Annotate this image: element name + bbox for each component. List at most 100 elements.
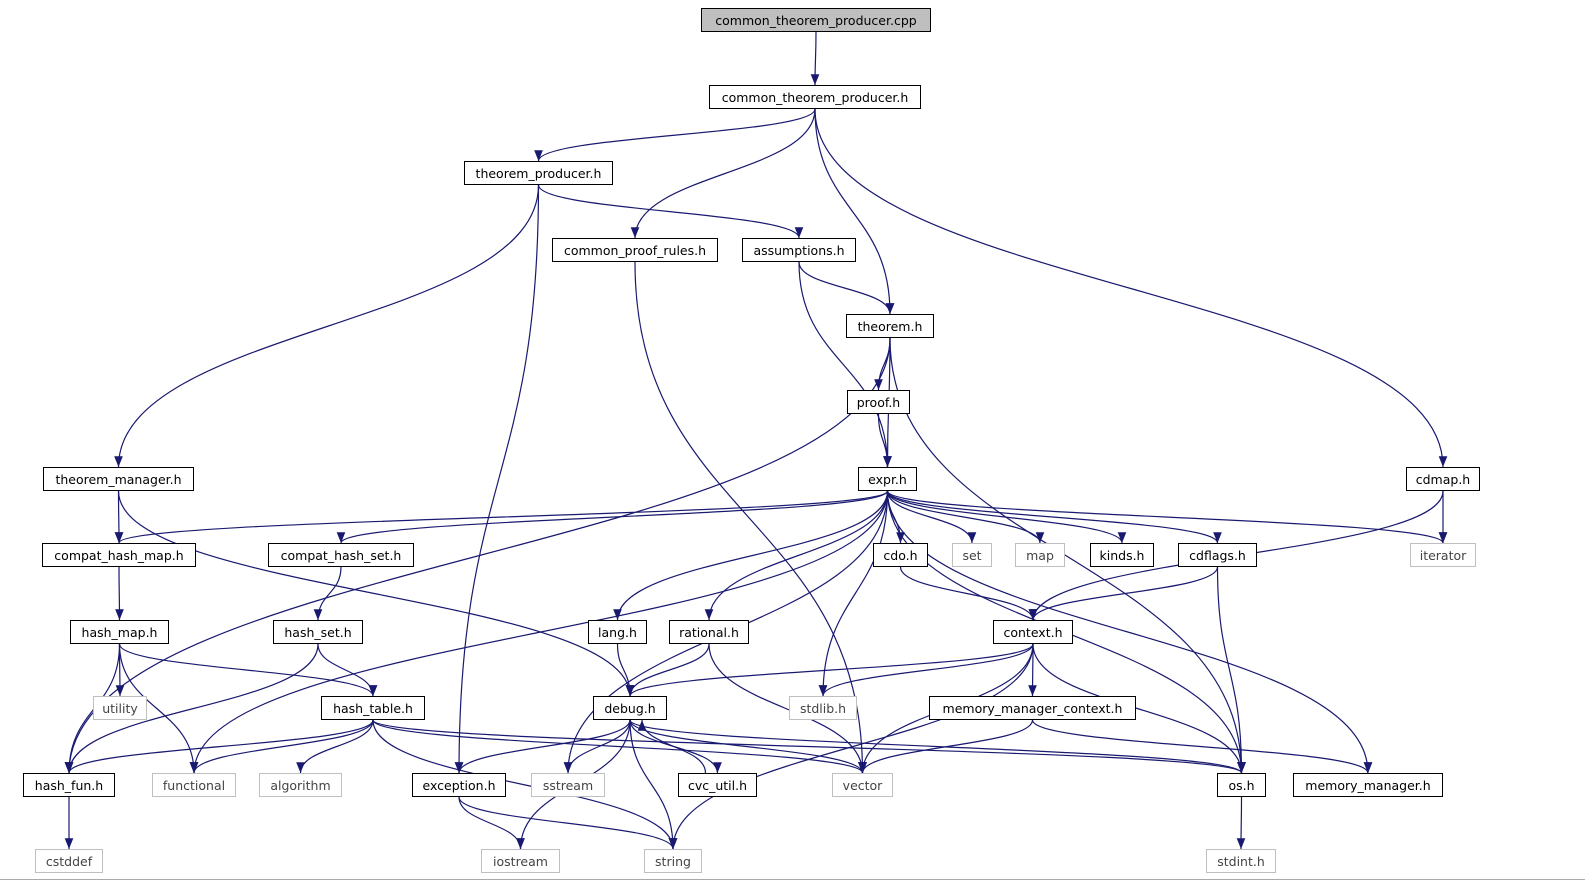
edge-cdflags-to-context bbox=[1028, 566, 1219, 621]
node-iterator: iterator bbox=[1410, 543, 1476, 567]
edge-expr-to-kinds bbox=[886, 490, 1127, 544]
edge-debug-to-sstream bbox=[563, 719, 631, 774]
edge-hash_map-to-functional bbox=[118, 643, 199, 774]
node-os[interactable]: os.h bbox=[1217, 773, 1266, 797]
edge-theorem-to-proof bbox=[874, 337, 891, 391]
edge-os-to-stdint bbox=[1236, 796, 1246, 850]
edge-hash_set-to-hash_fun bbox=[64, 643, 319, 774]
edge-common_proof_rules-to-vector bbox=[634, 261, 867, 774]
node-debug[interactable]: debug.h bbox=[593, 696, 667, 720]
edge-expr-to-compat_hash_map bbox=[115, 490, 889, 544]
node-cdmap[interactable]: cdmap.h bbox=[1406, 467, 1480, 491]
node-rational[interactable]: rational.h bbox=[669, 620, 749, 644]
node-context[interactable]: context.h bbox=[993, 620, 1073, 644]
edge-theorem_manager-to-debug bbox=[117, 490, 635, 697]
edge-ctph-to-theorem bbox=[814, 108, 895, 315]
edge-compat_hash_map-to-hash_map bbox=[115, 566, 124, 621]
edge-debug-to-os bbox=[629, 719, 1246, 774]
edge-proof-to-expr bbox=[877, 413, 892, 468]
node-memory-manager[interactable]: memory_manager.h bbox=[1293, 773, 1443, 797]
edge-ctph-to-cdmap bbox=[814, 108, 1448, 468]
edge-assumptions-to-expr bbox=[798, 261, 892, 468]
node-utility: utility bbox=[93, 696, 147, 720]
node-common-proof-rules[interactable]: common_proof_rules.h bbox=[552, 238, 718, 262]
edge-hash_table-to-vector bbox=[372, 719, 867, 774]
edge-exception-to-iostream bbox=[458, 796, 525, 850]
edge-hash_table-to-os bbox=[372, 719, 1246, 774]
edge-theorem_manager-to-compat_hash_map bbox=[114, 490, 124, 544]
node-hash-fun[interactable]: hash_fun.h bbox=[23, 773, 115, 797]
divider bbox=[0, 879, 1585, 880]
edge-rational-to-vector bbox=[708, 643, 867, 774]
edge-ctph-to-common_proof_rules bbox=[630, 108, 816, 239]
node-ctph[interactable]: common_theorem_producer.h bbox=[709, 85, 921, 109]
edge-context-to-os bbox=[1032, 643, 1246, 774]
edge-cpp-to-ctph bbox=[810, 31, 820, 86]
node-hash-table[interactable]: hash_table.h bbox=[321, 696, 425, 720]
node-theorem[interactable]: theorem.h bbox=[846, 314, 934, 338]
edge-memory_manager_context-to-vector bbox=[858, 719, 1034, 774]
node-exception[interactable]: exception.h bbox=[412, 773, 506, 797]
edge-hash_table-to-string bbox=[372, 719, 678, 850]
node-cstddef: cstddef bbox=[35, 849, 103, 873]
node-cpp[interactable]: common_theorem_producer.cpp bbox=[701, 8, 931, 32]
node-hash-map[interactable]: hash_map.h bbox=[70, 620, 169, 644]
edge-assumptions-to-theorem bbox=[798, 261, 895, 315]
edge-cdflags-to-os bbox=[1216, 566, 1246, 774]
edge-debug-to-string bbox=[629, 719, 678, 850]
edge-expr-to-lang bbox=[613, 490, 889, 621]
node-theorem-producer[interactable]: theorem_producer.h bbox=[464, 161, 613, 185]
edge-hash_table-to-algorithm bbox=[296, 719, 374, 774]
node-cdo[interactable]: cdo.h bbox=[873, 543, 928, 567]
edge-hash_map-to-hash_table bbox=[118, 643, 378, 697]
node-proof[interactable]: proof.h bbox=[847, 390, 910, 414]
edge-expr-to-compat_hash_set bbox=[336, 490, 889, 544]
edge-theorem-to-os bbox=[889, 337, 1246, 774]
edge-hash_set-to-hash_table bbox=[317, 643, 378, 697]
node-stdint: stdint.h bbox=[1206, 849, 1276, 873]
edge-expr-to-cdflags bbox=[886, 490, 1222, 544]
node-compat-hash-set[interactable]: compat_hash_set.h bbox=[268, 543, 414, 567]
node-algorithm: algorithm bbox=[259, 773, 342, 797]
node-map: map bbox=[1015, 543, 1065, 567]
edge-context-to-string bbox=[668, 643, 1034, 850]
edge-context-to-stdlib bbox=[818, 643, 1034, 697]
node-theorem-manager[interactable]: theorem_manager.h bbox=[43, 467, 194, 491]
edge-debug-to-exception bbox=[454, 719, 631, 774]
node-iostream: iostream bbox=[481, 849, 560, 873]
node-string: string bbox=[644, 849, 702, 873]
edge-expr-to-memory_manager bbox=[886, 490, 1373, 774]
edge-rational-to-debug bbox=[625, 643, 710, 697]
node-kinds[interactable]: kinds.h bbox=[1090, 543, 1154, 567]
edge-cdo-to-context bbox=[899, 566, 1038, 621]
edge-expr-to-iterator bbox=[886, 490, 1448, 544]
edge-expr-to-map bbox=[886, 490, 1045, 544]
node-functional: functional bbox=[152, 773, 236, 797]
node-set: set bbox=[952, 543, 992, 567]
node-compat-hash-map[interactable]: compat_hash_map.h bbox=[42, 543, 196, 567]
node-sstream: sstream bbox=[531, 773, 605, 797]
edge-ctph-to-theorem_producer bbox=[534, 108, 816, 162]
edge-theorem_producer-to-exception bbox=[454, 184, 540, 774]
node-expr[interactable]: expr.h bbox=[858, 467, 917, 491]
edge-memory_manager_context-to-memory_manager bbox=[1031, 719, 1373, 774]
node-lang[interactable]: lang.h bbox=[588, 620, 647, 644]
edge-theorem_producer-to-assumptions bbox=[537, 184, 804, 239]
node-cdflags[interactable]: cdflags.h bbox=[1178, 543, 1257, 567]
edge-expr-to-rational bbox=[704, 490, 889, 621]
edge-hash_table-to-hash_fun bbox=[64, 719, 374, 774]
node-hash-set[interactable]: hash_set.h bbox=[273, 620, 363, 644]
node-cvc-util[interactable]: cvc_util.h bbox=[678, 773, 757, 797]
edge-hash_table-to-functional bbox=[189, 719, 374, 774]
node-memory-manager-context[interactable]: memory_manager_context.h bbox=[929, 696, 1136, 720]
node-vector: vector bbox=[832, 773, 893, 797]
edge-exception-to-string bbox=[458, 796, 678, 850]
edge-cvc_util-to-debug bbox=[637, 719, 707, 774]
edge-expr-to-set bbox=[886, 490, 977, 544]
node-stdlib: stdlib.h bbox=[789, 696, 857, 720]
edge-compat_hash_set-to-hash_set bbox=[313, 566, 342, 621]
node-assumptions[interactable]: assumptions.h bbox=[742, 238, 856, 262]
edge-theorem_producer-to-theorem_manager bbox=[114, 184, 540, 468]
edge-expr-to-stdlib bbox=[818, 490, 889, 697]
